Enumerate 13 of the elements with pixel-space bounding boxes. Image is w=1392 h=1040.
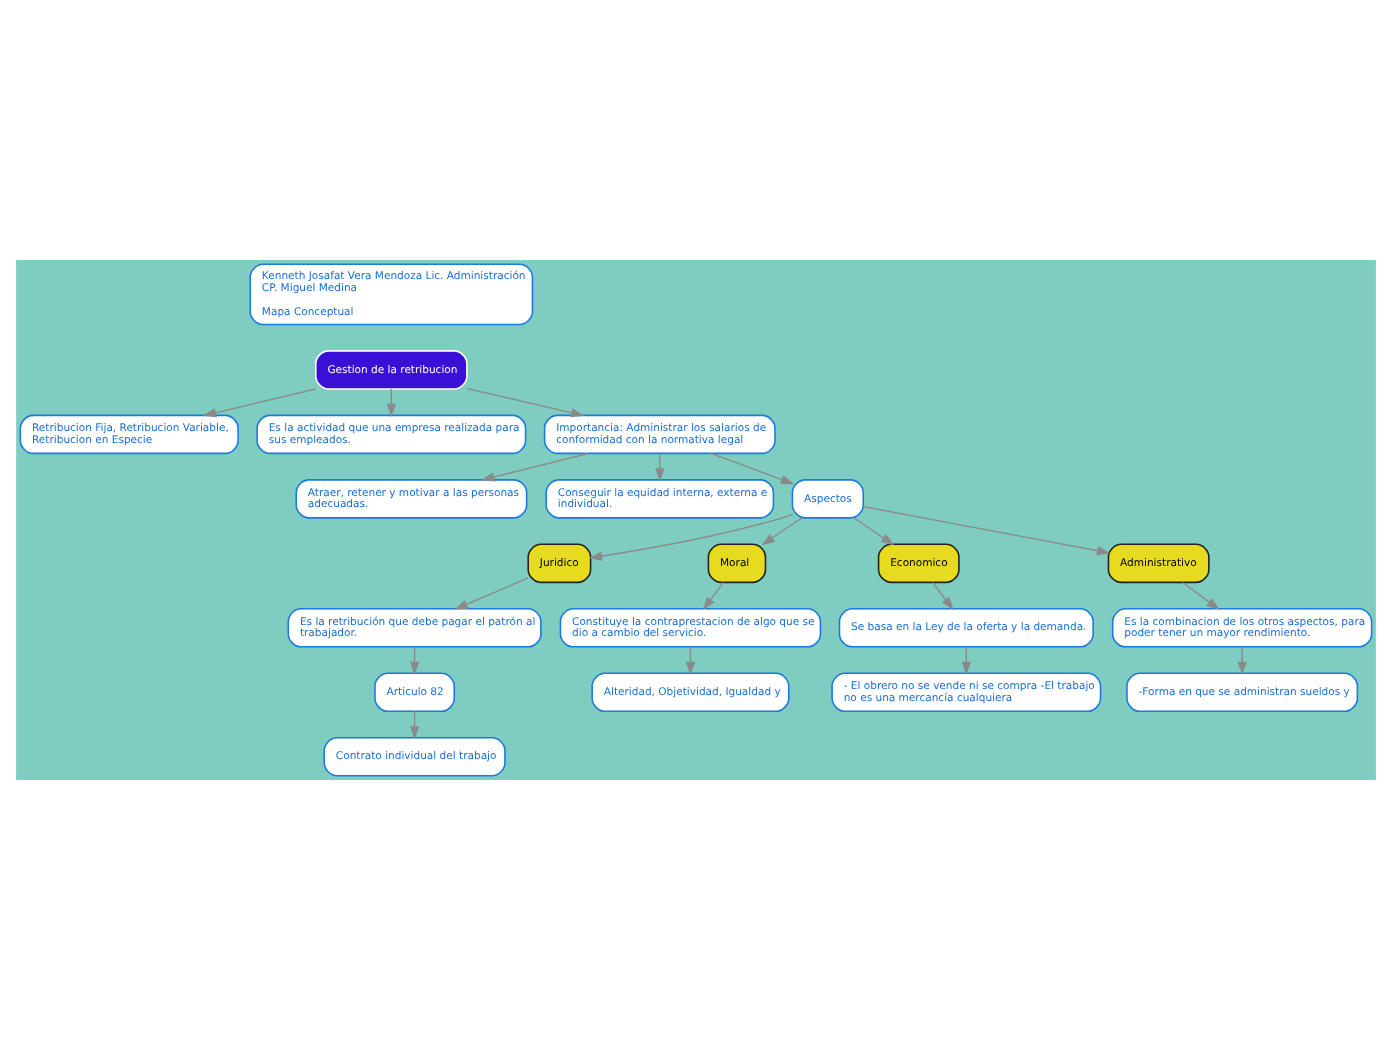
arrow xyxy=(862,505,1111,556)
arrow xyxy=(588,513,794,561)
arrow xyxy=(454,577,529,610)
arrow xyxy=(702,581,725,611)
arrow xyxy=(931,581,954,611)
arrow xyxy=(761,517,803,546)
arrow xyxy=(466,387,585,418)
arrow xyxy=(202,388,317,418)
arrow xyxy=(709,452,795,485)
arrow xyxy=(1182,581,1220,610)
arrow xyxy=(481,452,589,482)
arrow xyxy=(853,517,895,546)
arrow xyxy=(1237,646,1247,676)
